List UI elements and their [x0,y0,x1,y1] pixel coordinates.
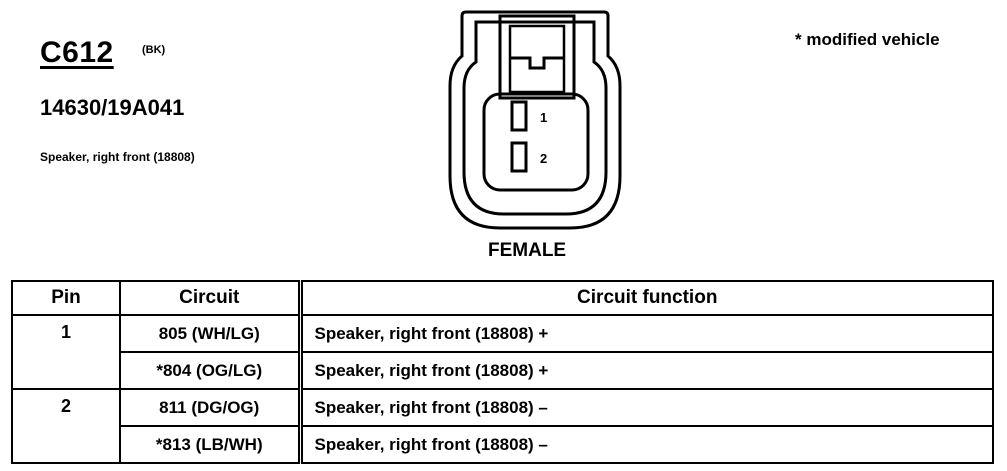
part-number: 14630/19A041 [40,95,185,120]
circuit-cell: 811 (DG/OG) [119,388,303,427]
table-header-row: Pin Circuit Circuit function [11,280,994,316]
connector-outer-shell [448,10,622,230]
terminal-cavity-block [482,92,590,192]
function-cell: Speaker, right front (18808) + [299,351,994,390]
pin-2-label: 2 [540,151,547,166]
circuit-cell: *813 (LB/WH) [119,425,303,464]
latch-outer [498,14,576,100]
connector-id: C612 [40,36,114,69]
pin-cell: 2 [11,388,121,464]
pin-2-terminal [510,141,528,173]
function-cell: Speaker, right front (18808) – [299,425,994,464]
header-circuit: Circuit [119,280,303,316]
table-row: 1 805 (WH/LG) Speaker, right front (1880… [11,314,994,390]
table-row: *804 (OG/LG) Speaker, right front (18808… [12,351,994,390]
header-circuit-function: Circuit function [299,280,994,316]
connector-color-code: (BK) [142,44,166,56]
table-row: *813 (LB/WH) Speaker, right front (18808… [12,425,994,464]
connector-description: Speaker, right front (18808) [40,150,195,164]
connector-inner-shell [462,20,608,216]
pin-1-label: 1 [540,110,547,125]
function-cell: Speaker, right front (18808) + [299,314,994,353]
latch-tab [510,56,564,70]
table-row: 2 811 (DG/OG) Speaker, right front (1880… [11,388,994,464]
pinout-table: Pin Circuit Circuit function 1 805 (WH/L… [11,280,994,464]
function-cell: Speaker, right front (18808) – [299,388,994,427]
connector-face-diagram: 1 2 [448,10,622,230]
pin-1-terminal [510,100,528,132]
circuit-cell: *804 (OG/LG) [119,351,303,390]
header-pin: Pin [11,280,121,316]
circuit-cell: 805 (WH/LG) [119,314,303,353]
pin-cell: 1 [11,314,121,390]
connector-gender-label: FEMALE [488,240,567,261]
modified-vehicle-note: * modified vehicle [795,30,940,49]
